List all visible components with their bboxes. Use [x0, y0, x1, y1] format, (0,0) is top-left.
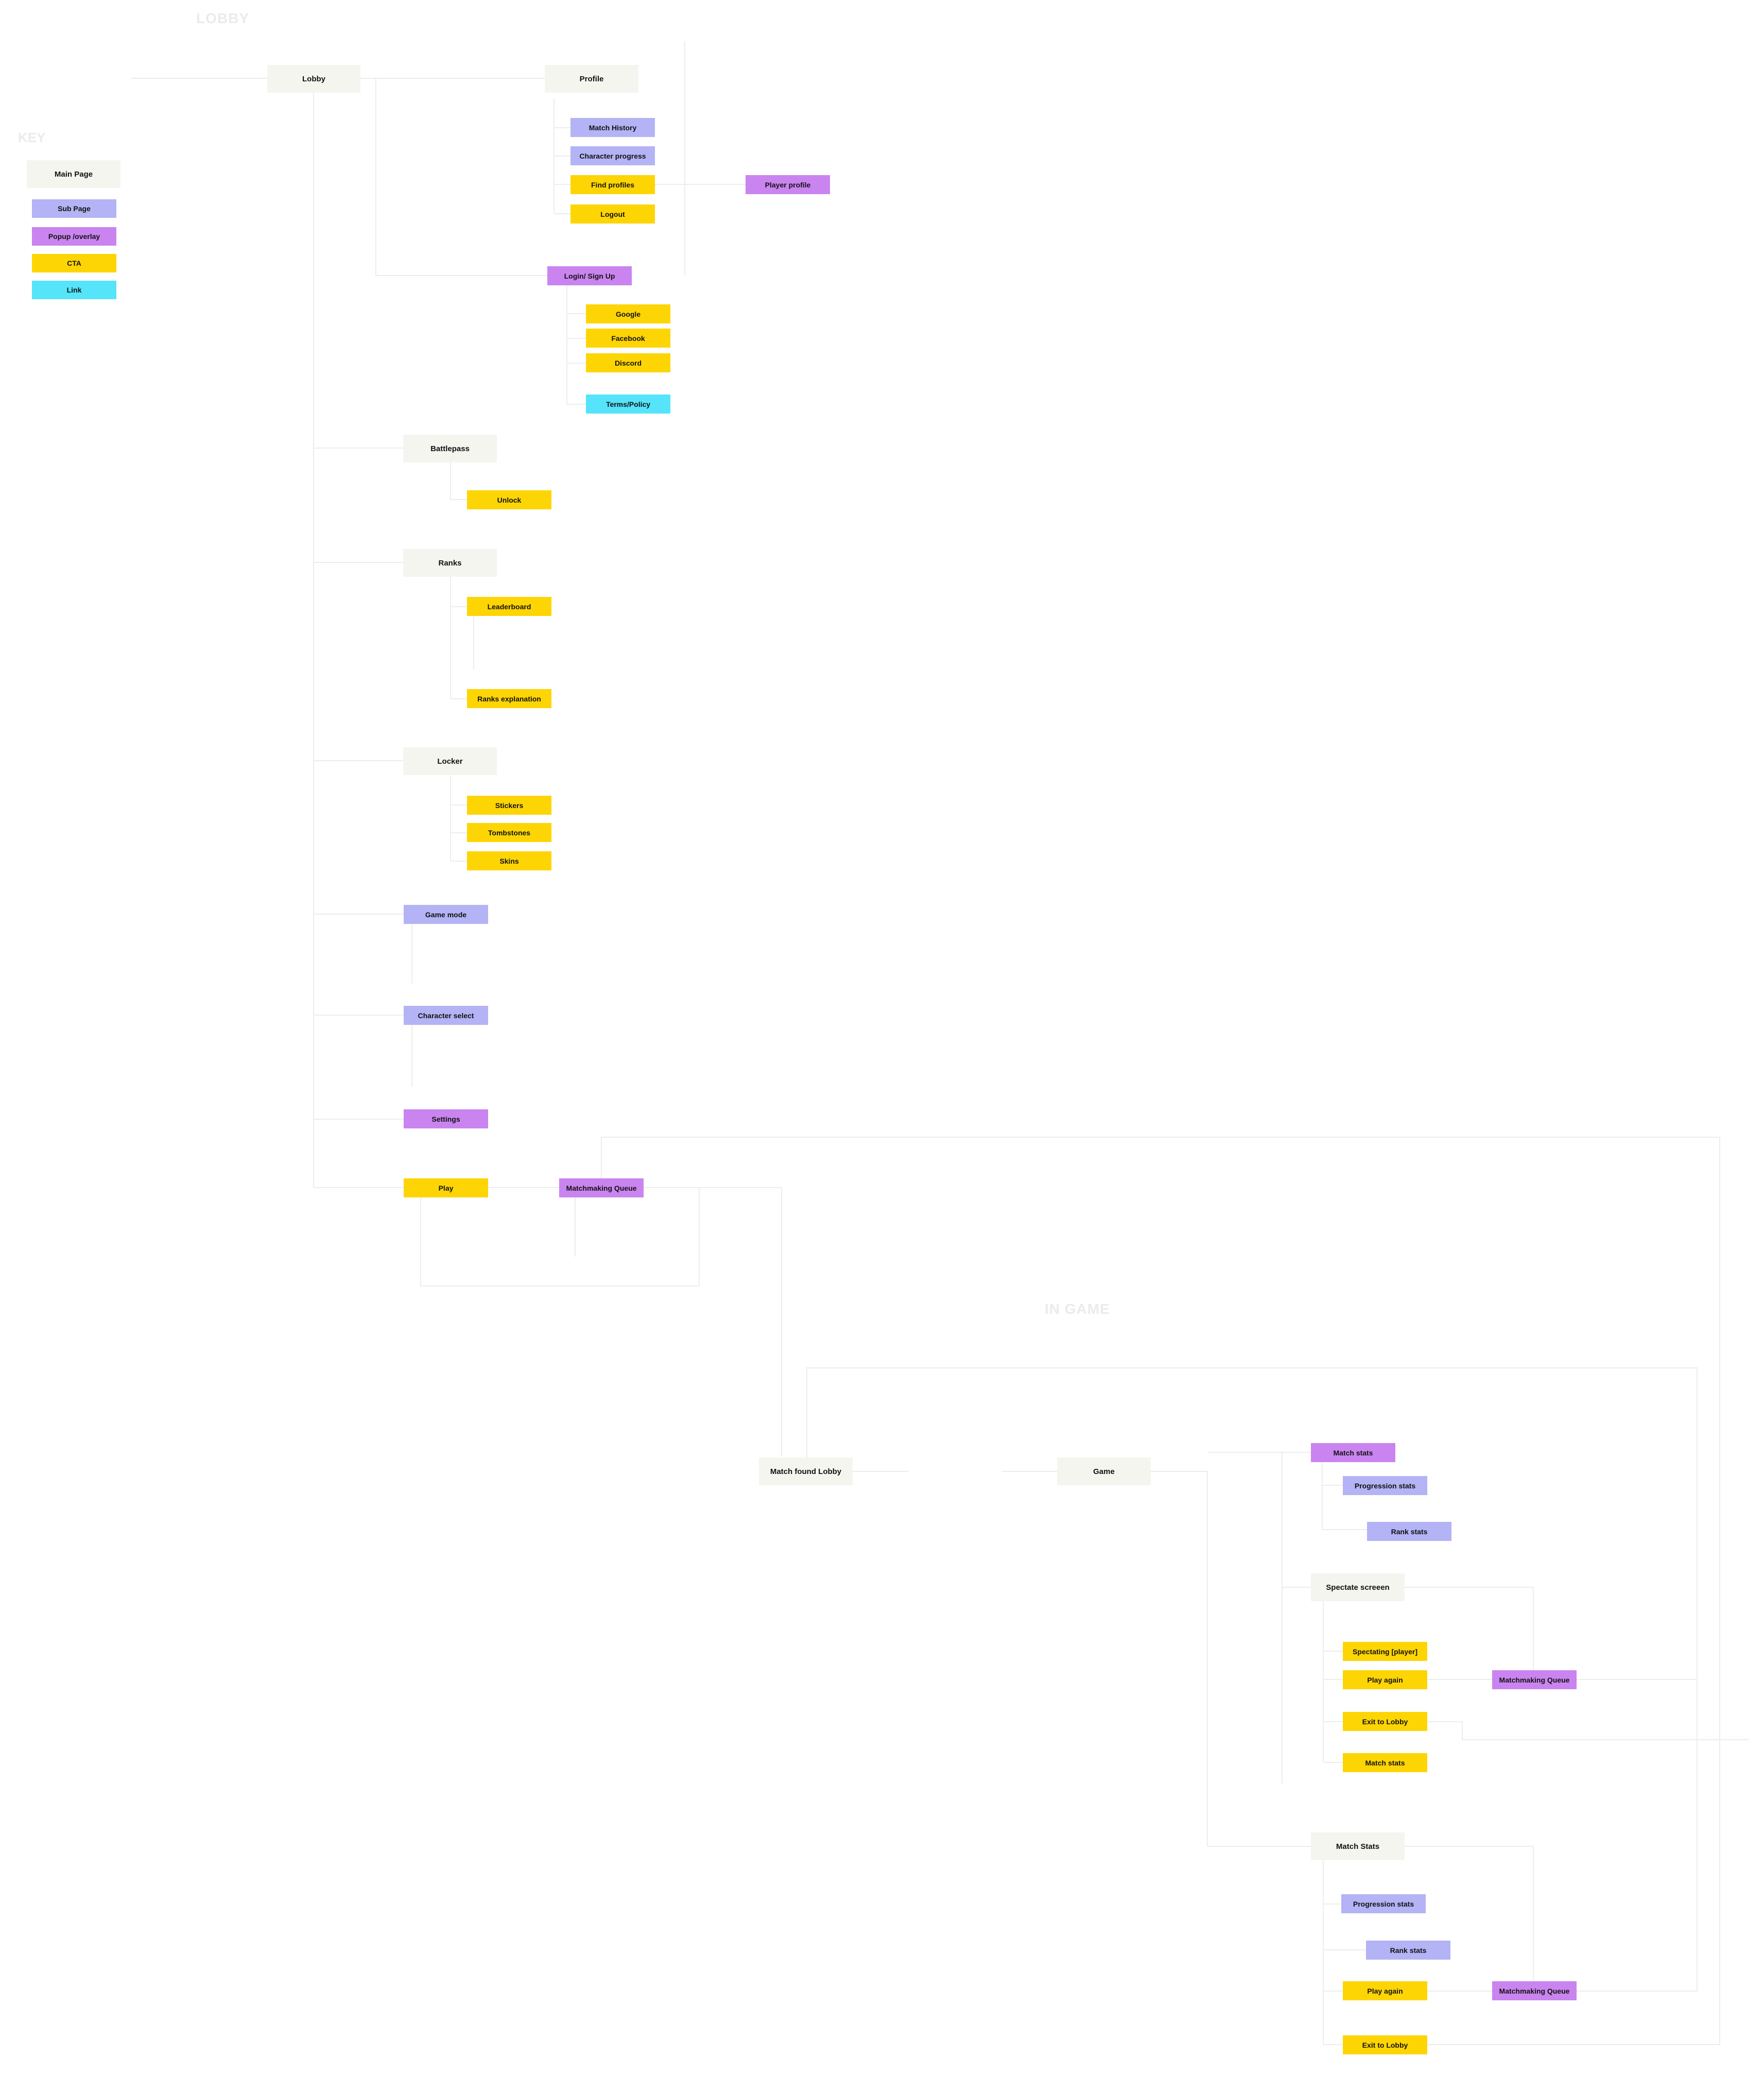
match-history-node[interactable]: Match History	[570, 118, 655, 137]
game-node[interactable]: Game	[1057, 1457, 1151, 1485]
unlock-node[interactable]: Unlock	[467, 490, 551, 509]
ranks-explanation-node[interactable]: Ranks explanation	[467, 689, 551, 708]
in-game-section-title: IN GAME	[1045, 1301, 1110, 1317]
spectate-screen-node[interactable]: Spectate screeen	[1311, 1573, 1405, 1601]
match-found-lobby-node[interactable]: Match found Lobby	[759, 1457, 853, 1485]
tombstones-node[interactable]: Tombstones	[467, 823, 551, 842]
locker-node[interactable]: Locker	[403, 747, 497, 775]
progression-stats-node[interactable]: Progression stats	[1343, 1476, 1427, 1495]
key-sub-page: Sub Page	[32, 199, 116, 218]
lobby-node[interactable]: Lobby	[267, 65, 360, 93]
rank-stats-2-node[interactable]: Rank stats	[1366, 1941, 1450, 1960]
discord-node[interactable]: Discord	[586, 353, 670, 372]
character-select-node[interactable]: Character select	[404, 1006, 488, 1025]
battlepass-node[interactable]: Battlepass	[403, 435, 497, 462]
play-again-2-node[interactable]: Play again	[1343, 1981, 1427, 2000]
ranks-node[interactable]: Ranks	[403, 549, 497, 577]
exit-to-lobby-node[interactable]: Exit to Lobby	[1343, 1712, 1427, 1731]
player-profile-node[interactable]: Player profile	[746, 175, 830, 194]
in-game-matchmaking-queue-2-node[interactable]: Matchmaking Queue	[1492, 1981, 1577, 2000]
key-section-title: KEY	[18, 130, 46, 145]
terms-policy-node[interactable]: Terms/Policy	[586, 395, 670, 414]
find-profiles-node[interactable]: Find profiles	[570, 175, 655, 194]
logout-node[interactable]: Logout	[570, 204, 655, 224]
profile-node[interactable]: Profile	[545, 65, 638, 93]
matchmaking-queue-node[interactable]: Matchmaking Queue	[559, 1178, 644, 1197]
in-game-matchmaking-queue-node[interactable]: Matchmaking Queue	[1492, 1670, 1577, 1689]
login-signup-node[interactable]: Login/ Sign Up	[547, 266, 632, 285]
spectating-player-node[interactable]: Spectating [player]	[1343, 1642, 1427, 1661]
stickers-node[interactable]: Stickers	[467, 796, 551, 815]
key-cta: CTA	[32, 254, 116, 272]
play-node[interactable]: Play	[404, 1178, 488, 1197]
match-stats-page-node[interactable]: Match Stats	[1311, 1832, 1405, 1860]
game-mode-node[interactable]: Game mode	[404, 905, 488, 924]
key-popup-overlay: Popup /overlay	[32, 227, 116, 246]
key-main-page: Main Page	[27, 160, 120, 188]
character-progress-node[interactable]: Character progress	[570, 146, 655, 165]
exit-to-lobby-2-node[interactable]: Exit to Lobby	[1343, 2035, 1427, 2054]
google-node[interactable]: Google	[586, 304, 670, 323]
settings-node[interactable]: Settings	[404, 1109, 488, 1128]
key-link: Link	[32, 281, 116, 299]
match-stats-popup-node[interactable]: Match stats	[1311, 1443, 1395, 1462]
leaderboard-node[interactable]: Leaderboard	[467, 597, 551, 616]
play-again-node[interactable]: Play again	[1343, 1670, 1427, 1689]
facebook-node[interactable]: Facebook	[586, 329, 670, 348]
progression-stats-2-node[interactable]: Progression stats	[1341, 1894, 1426, 1913]
rank-stats-node[interactable]: Rank stats	[1367, 1522, 1451, 1541]
skins-node[interactable]: Skins	[467, 851, 551, 870]
lobby-section-title: LOBBY	[196, 10, 249, 26]
match-stats-cta-node[interactable]: Match stats	[1343, 1753, 1427, 1772]
